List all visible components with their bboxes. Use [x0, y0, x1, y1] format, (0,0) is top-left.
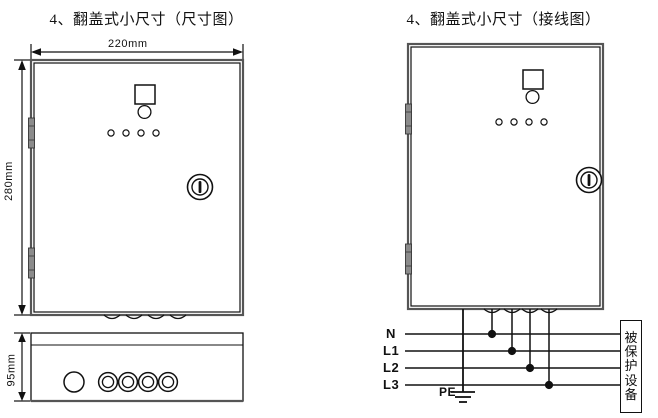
right-figure-svg: [405, 42, 620, 403]
equip-char-4: 备: [624, 386, 638, 402]
hinge-upper: [405, 103, 412, 135]
height-arrow-bottom: [18, 305, 26, 315]
equip-char-1: 保: [624, 344, 638, 360]
square-display-icon: [522, 69, 544, 90]
terminal-arc: [125, 314, 143, 320]
wire-label-n: N: [386, 326, 396, 341]
led-indicator-row: [107, 129, 160, 137]
led-icon: [510, 118, 518, 126]
right-figure-wiring-diagram: 4、翻盖式小尺寸（接线图） N L1 L2 L3 PE 被 保 护 设 备: [329, 0, 658, 418]
right-figure-title: 4、翻盖式小尺寸（接线图）: [406, 12, 601, 28]
hinge-lower: [405, 243, 412, 275]
phase-drop-wire-group: [491, 309, 550, 385]
width-dimension-label: 220mm: [108, 38, 148, 50]
left-figure-dimension-drawing: 4、翻盖式小尺寸（尺寸图） 220mm 280mm 95mm: [3, 12, 245, 403]
height-dimension-line: [14, 59, 30, 316]
ground-label-pe: PE: [439, 385, 457, 399]
width-arrow-right: [233, 48, 243, 56]
junction-dot-l3: [544, 380, 554, 390]
width-arrow-left: [31, 48, 41, 56]
terminal-arc: [103, 314, 121, 320]
height-arrow-top: [18, 60, 26, 70]
junction-dot-l1: [507, 346, 517, 356]
led-icon: [495, 118, 503, 126]
square-display-icon: [134, 84, 156, 105]
led-icon: [122, 129, 130, 137]
hinge-upper: [28, 117, 35, 149]
enclosure-bottom-view: [30, 332, 244, 402]
depth-arrow-top: [18, 333, 26, 342]
cable-gland-group: [97, 371, 179, 393]
terminal-arc-group: [103, 314, 187, 320]
enclosure-front-face: [410, 46, 601, 307]
led-icon: [540, 118, 548, 126]
width-dimension-line: [30, 44, 244, 60]
equip-char-3: 设: [624, 372, 638, 388]
led-icon: [107, 129, 115, 137]
keyhole-lock-icon[interactable]: [575, 166, 603, 194]
led-indicator-row: [495, 118, 548, 126]
wire-label-l3: L3: [383, 377, 400, 392]
junction-dot-l2: [525, 363, 535, 373]
round-button-icon[interactable]: [137, 104, 152, 120]
depth-arrow-bottom: [18, 392, 26, 401]
protected-equipment-box: 被 保 护 设 备: [620, 320, 642, 413]
terminal-arc: [147, 314, 165, 320]
led-icon: [137, 129, 145, 137]
left-figure-title: 4、翻盖式小尺寸（尺寸图）: [49, 12, 244, 28]
left-figure-svg: [14, 44, 245, 403]
terminal-arc: [169, 314, 187, 320]
wire-label-l2: L2: [383, 360, 400, 375]
round-button-icon[interactable]: [525, 89, 540, 105]
equip-char-2: 护: [624, 358, 638, 374]
led-icon: [525, 118, 533, 126]
hinge-lower: [28, 247, 35, 279]
equip-char-0: 被: [624, 330, 638, 346]
knockout-hole-icon: [63, 371, 85, 393]
junction-dot-n: [487, 329, 497, 339]
earth-ground-icon: [451, 391, 475, 403]
wire-label-l1: L1: [383, 343, 400, 358]
junction-dot-group: [487, 329, 554, 390]
depth-dimension-line: [14, 332, 30, 402]
keyhole-lock-icon[interactable]: [186, 173, 214, 201]
led-icon: [152, 129, 160, 137]
